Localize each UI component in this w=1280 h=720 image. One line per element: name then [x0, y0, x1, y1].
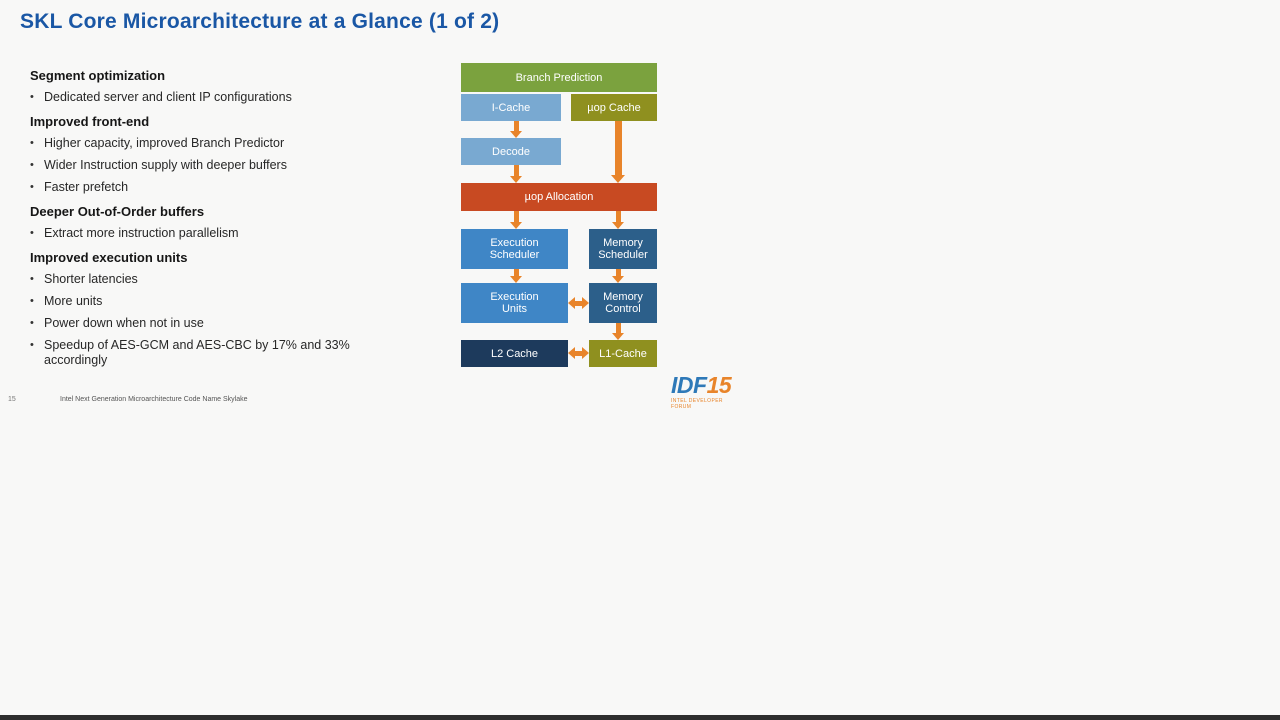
node-label: I-Cache	[491, 101, 531, 114]
slide-title: SKL Core Microarchitecture at a Glance (…	[20, 10, 500, 33]
bullet-list: Segment optimization Dedicated server an…	[30, 64, 382, 375]
node-label: µop Allocation	[524, 191, 594, 203]
bullet-item: Shorter latencies	[30, 272, 382, 287]
bullet-item: More units	[30, 294, 382, 309]
bullet-item: Power down when not in use	[30, 316, 382, 331]
arrow-down-icon	[510, 165, 522, 183]
idf15-logo-text: IDF15	[671, 372, 732, 398]
idf-logo-idf: IDF	[671, 372, 707, 398]
node-branch-prediction: Branch Prediction	[461, 63, 657, 92]
bullet-text: Speedup of AES-GCM and AES-CBC by 17% an…	[44, 338, 350, 367]
bullet-text: Wider Instruction supply with deeper buf…	[44, 158, 287, 172]
node-label: Memory Scheduler	[598, 237, 648, 261]
arrow-down-icon	[612, 269, 624, 283]
node-uop-allocation: µop Allocation	[461, 183, 657, 211]
idf15-logo: IDF15 INTEL DEVELOPER FORUM	[671, 372, 732, 410]
node-label: Branch Prediction	[515, 71, 603, 84]
node-memory-control: Memory Control	[589, 283, 657, 323]
bullet-item: Speedup of AES-GCM and AES-CBC by 17% an…	[30, 338, 382, 368]
bottom-edge-bar	[0, 715, 1280, 720]
node-l1-cache: L1-Cache	[589, 340, 657, 367]
node-execution-scheduler: Execution Scheduler	[461, 229, 568, 269]
arrow-down-icon	[612, 211, 624, 229]
node-uop-cache: µop Cache	[571, 94, 657, 121]
node-execution-units: Execution Units	[461, 283, 568, 323]
node-label: Execution Scheduler	[489, 237, 540, 261]
footer-text: Intel Next Generation Microarchitecture …	[60, 396, 248, 403]
section-deeper-ooo-buffers: Deeper Out-of-Order buffers Extract more…	[30, 204, 382, 241]
node-label: L1-Cache	[599, 347, 647, 360]
node-memory-scheduler: Memory Scheduler	[589, 229, 657, 269]
node-label: µop Cache	[587, 101, 641, 114]
slide-footer: 15 Intel Next Generation Microarchitectu…	[0, 396, 800, 408]
arrow-down-icon	[612, 323, 624, 340]
node-label: Decode	[492, 145, 530, 158]
bullet-item: Wider Instruction supply with deeper buf…	[30, 158, 382, 173]
arrow-down-icon	[510, 211, 522, 229]
bullet-item: Higher capacity, improved Branch Predict…	[30, 136, 382, 151]
node-l2-cache: L2 Cache	[461, 340, 568, 367]
bullet-text: Higher capacity, improved Branch Predict…	[44, 136, 285, 150]
architecture-block-diagram: Branch Prediction I-Cache µop Cache Deco…	[461, 63, 657, 369]
bullet-text: Extract more instruction parallelism	[44, 226, 239, 240]
node-decode: Decode	[461, 138, 561, 165]
arrow-down-icon	[510, 269, 522, 283]
node-label: Execution Units	[490, 291, 539, 315]
bullet-text: Dedicated server and client IP configura…	[44, 90, 292, 104]
bullet-text: Power down when not in use	[44, 316, 204, 330]
node-label: L2 Cache	[490, 347, 539, 360]
idf-logo-subtext: INTEL DEVELOPER FORUM	[671, 398, 723, 410]
section-improved-execution-units: Improved execution units Shorter latenci…	[30, 250, 382, 368]
bullet-text: Faster prefetch	[44, 180, 129, 194]
section-improved-front-end: Improved front-end Higher capacity, impr…	[30, 114, 382, 195]
node-label: Memory Control	[603, 291, 643, 315]
section-heading: Improved execution units	[30, 250, 188, 265]
idf-logo-15: 15	[706, 372, 732, 398]
page-number: 15	[8, 396, 16, 403]
section-segment-optimization: Segment optimization Dedicated server an…	[30, 68, 382, 105]
node-i-cache: I-Cache	[461, 94, 561, 121]
bullet-text: More units	[44, 294, 103, 308]
arrow-left-right-icon	[568, 347, 589, 359]
bullet-item: Extract more instruction parallelism	[30, 226, 382, 241]
bullet-item: Faster prefetch	[30, 180, 382, 195]
bullet-text: Shorter latencies	[44, 272, 138, 286]
bullet-item: Dedicated server and client IP configura…	[30, 90, 382, 105]
section-heading: Deeper Out-of-Order buffers	[30, 204, 205, 219]
arrow-left-right-icon	[568, 297, 589, 309]
section-heading: Improved front-end	[30, 114, 150, 129]
arrow-down-icon	[611, 121, 625, 183]
section-heading: Segment optimization	[30, 68, 166, 83]
arrow-down-icon	[510, 121, 522, 138]
